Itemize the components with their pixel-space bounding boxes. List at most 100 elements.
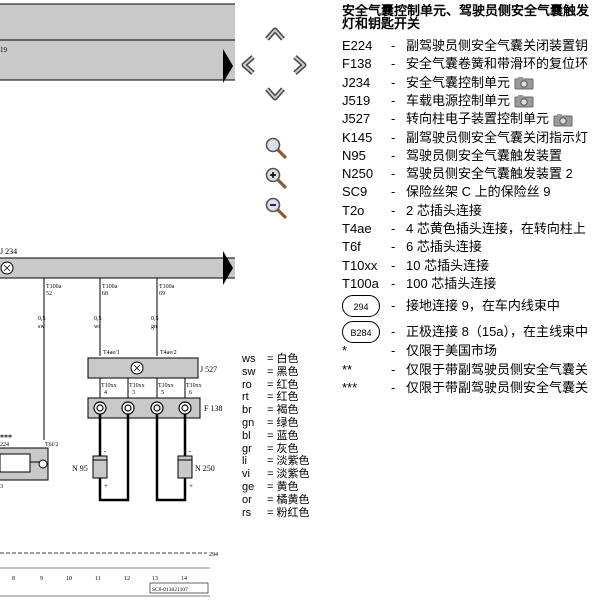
zoom-in-icon[interactable] bbox=[264, 166, 288, 190]
chevron-left-icon[interactable] bbox=[240, 54, 256, 76]
chevron-right-icon[interactable] bbox=[292, 54, 308, 76]
legend-dash: - bbox=[391, 324, 396, 340]
wire-1: T100a 52 0,5 sw bbox=[38, 278, 62, 440]
ruler-8: 8 bbox=[12, 576, 15, 582]
connection-badge: 294 bbox=[342, 295, 380, 318]
legend-title-line2: 灯和钥匙开关 bbox=[342, 16, 421, 31]
wire-2-pin: 68 bbox=[102, 291, 108, 297]
legend-desc: 副驾驶员侧安全气囊关闭装置钥 bbox=[406, 38, 589, 53]
camera-icon[interactable] bbox=[549, 111, 573, 127]
color-name: 淡紫色 bbox=[276, 455, 310, 468]
component-box-top bbox=[0, 3, 235, 81]
legend-desc: 仅限于带副驾驶员侧安全气囊关 bbox=[406, 379, 589, 395]
ruler-10: 10 bbox=[66, 576, 72, 582]
zoom-out-icon[interactable] bbox=[264, 196, 288, 220]
legend-desc: 4 芯黄色插头连接，在转向柱上 bbox=[406, 221, 586, 236]
wiring-diagram: 19 J 234 T100a 52 0,5 sw T100a 68 0,5 ws… bbox=[0, 3, 235, 597]
color-code: or bbox=[242, 493, 252, 506]
color-code-row: sw = 黑色 bbox=[242, 366, 322, 379]
legend-code: T100a bbox=[342, 275, 379, 291]
color-code-row: li = 淡紫色 bbox=[242, 455, 322, 468]
color-code-row: br = 褐色 bbox=[242, 404, 322, 417]
wire-1-pin: 52 bbox=[46, 291, 52, 297]
legend-code: T6f bbox=[342, 239, 361, 255]
page-ruler: 8 9 10 11 12 13 14 SC8-013021107 bbox=[0, 567, 210, 597]
color-code-row: vi = 淡紫色 bbox=[242, 468, 322, 481]
legend-dash: - bbox=[391, 184, 396, 200]
j234-box bbox=[0, 257, 235, 279]
triangle-right-icon[interactable] bbox=[222, 250, 234, 286]
equals-sign: = bbox=[264, 353, 277, 365]
color-code: ws bbox=[242, 353, 256, 365]
color-name: 褐色 bbox=[276, 404, 299, 417]
left-number: 3 bbox=[0, 484, 3, 490]
color-name: 白色 bbox=[276, 353, 299, 365]
t6f-label: T6f/2 bbox=[45, 441, 58, 448]
color-name: 橘黄色 bbox=[276, 493, 310, 506]
color-name: 灰色 bbox=[276, 442, 299, 455]
color-code: gn bbox=[242, 416, 255, 429]
equals-sign: = bbox=[264, 391, 277, 404]
n95-igniter bbox=[92, 455, 108, 479]
color-code: rt bbox=[242, 391, 249, 404]
color-name: 蓝色 bbox=[276, 429, 299, 442]
color-name: 红色 bbox=[276, 378, 299, 391]
color-code-row: rt = 红色 bbox=[242, 391, 322, 404]
ruler-12: 12 bbox=[124, 576, 130, 582]
equals-sign: = bbox=[264, 416, 277, 429]
footnote-marker: *** bbox=[342, 379, 358, 395]
wire-2-color: ws bbox=[94, 324, 101, 330]
equals-sign: = bbox=[264, 468, 277, 481]
color-code: br bbox=[242, 404, 252, 417]
svg-text:-: - bbox=[189, 447, 192, 455]
legend-code: T4ae bbox=[342, 221, 372, 236]
j527-label: J 527 bbox=[200, 365, 217, 374]
legend-desc: 100 芯插头连接 bbox=[406, 275, 497, 291]
legend-desc: 6 芯插头连接 bbox=[406, 239, 482, 255]
legend-dash: - bbox=[391, 257, 396, 273]
legend-desc: 驾驶员侧安全气囊触发装置 bbox=[406, 147, 563, 163]
color-code-row: bl = 蓝色 bbox=[242, 430, 322, 443]
wire-1-gauge: 0,5 bbox=[38, 316, 46, 322]
n95-label: N 95 bbox=[72, 464, 88, 473]
color-name: 黑色 bbox=[276, 365, 299, 378]
color-name: 黄色 bbox=[276, 480, 299, 493]
legend-desc: 转向柱电子装置控制单元 bbox=[406, 110, 573, 128]
triangle-right-icon[interactable] bbox=[222, 48, 234, 84]
t10xx-3-pin: 5 bbox=[161, 390, 164, 396]
color-name: 淡紫色 bbox=[276, 468, 310, 481]
magnifier-icon[interactable] bbox=[264, 136, 288, 160]
legend-desc: 接地连接 9，在车内线束中 bbox=[406, 298, 560, 314]
legend-desc: 驾驶员侧安全气囊触发装置 2 bbox=[406, 166, 573, 182]
legend-dash: - bbox=[391, 361, 396, 377]
n250-igniter bbox=[177, 455, 193, 479]
legend-desc: 10 芯插头连接 bbox=[406, 257, 490, 273]
legend-dash: - bbox=[391, 74, 396, 90]
legend-code: SC9 bbox=[342, 184, 368, 200]
color-code-row: gn = 绿色 bbox=[242, 417, 322, 430]
legend-desc: 安全气囊卷簧和带滑环的复位环 bbox=[406, 56, 589, 72]
wire-3-conn: T100a bbox=[159, 284, 175, 290]
chevron-up-icon[interactable] bbox=[264, 26, 286, 42]
equals-sign: = bbox=[264, 442, 277, 455]
legend-dash: - bbox=[391, 111, 396, 127]
legend-dash: - bbox=[391, 147, 396, 163]
camera-icon[interactable] bbox=[510, 75, 534, 90]
color-code-row: ws = 白色 bbox=[242, 353, 322, 366]
ruler-9: 9 bbox=[40, 576, 43, 582]
color-code: vi bbox=[242, 468, 250, 481]
camera-icon[interactable] bbox=[510, 93, 534, 108]
chevron-down-icon[interactable] bbox=[264, 86, 286, 102]
legend-code: E224 bbox=[342, 38, 373, 53]
wire-3-gauge: 0,5 bbox=[151, 316, 159, 322]
legend-dash: - bbox=[391, 239, 396, 255]
equals-sign: = bbox=[264, 455, 277, 468]
color-code: li bbox=[242, 455, 247, 468]
f138-box bbox=[87, 397, 201, 419]
color-name: 绿色 bbox=[276, 416, 299, 429]
ruler-13: 13 bbox=[152, 576, 158, 582]
t10xx-3-conn: T10xx bbox=[158, 383, 174, 389]
color-code-row: ge = 黄色 bbox=[242, 481, 322, 494]
color-code-row: gr = 灰色 bbox=[242, 443, 322, 456]
